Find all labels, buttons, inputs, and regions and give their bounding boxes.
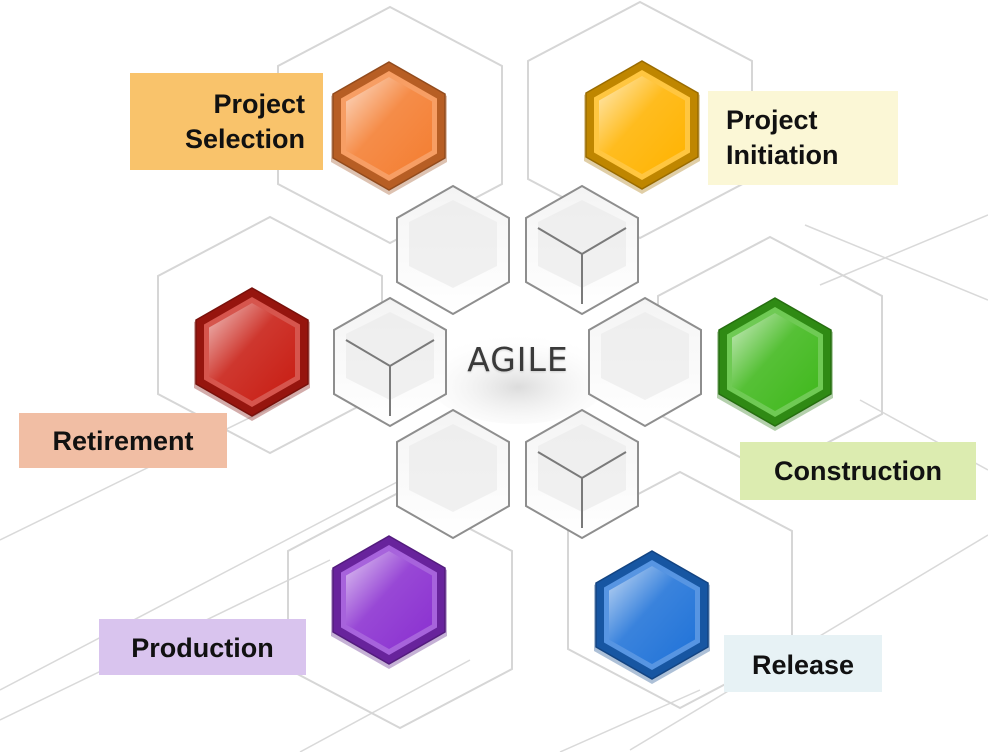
phase-hex-construction bbox=[717, 297, 833, 431]
label-retirement: Retirement bbox=[19, 413, 227, 468]
blank-hex-cell bbox=[396, 408, 510, 540]
background-hex-frame bbox=[157, 215, 383, 455]
label-construction-text: Construction bbox=[774, 456, 942, 486]
cube-hex-cell bbox=[525, 408, 639, 540]
background-hex-frame bbox=[527, 0, 753, 240]
blank-hex-cell bbox=[396, 184, 510, 316]
phase-hex-release bbox=[594, 550, 710, 684]
label-production-text: Production bbox=[131, 633, 274, 663]
background-line bbox=[819, 214, 988, 286]
label-project-selection: Project Selection bbox=[130, 73, 323, 170]
phase-hex-project-selection bbox=[331, 61, 447, 195]
label-project-initiation-line-1: Project bbox=[726, 105, 818, 135]
label-project-initiation: Project Initiation bbox=[708, 91, 898, 185]
cube-hex-cell bbox=[333, 296, 447, 428]
phase-hex-project-initiation bbox=[584, 60, 700, 194]
background-line bbox=[804, 224, 988, 301]
background-lines bbox=[0, 214, 988, 752]
label-production: Production bbox=[99, 619, 306, 675]
phase-hex-retirement bbox=[194, 287, 310, 421]
label-retirement-text: Retirement bbox=[52, 426, 194, 456]
background-hex-frame bbox=[277, 5, 503, 245]
background-hex-frame bbox=[287, 490, 513, 730]
inner-hex-cells bbox=[333, 184, 702, 540]
phase-hex-production bbox=[331, 535, 447, 669]
phase-hexagons bbox=[194, 60, 833, 684]
center-glow bbox=[426, 332, 610, 424]
label-construction: Construction bbox=[740, 442, 976, 500]
background-line bbox=[0, 397, 291, 541]
center-title: AGILE bbox=[467, 340, 569, 379]
blank-hex-cell bbox=[588, 296, 702, 428]
background-line bbox=[559, 689, 701, 752]
label-project-selection-line-1: Project bbox=[213, 89, 305, 119]
background-line bbox=[0, 469, 421, 691]
background-line bbox=[299, 659, 471, 752]
label-release: Release bbox=[724, 635, 882, 692]
label-project-initiation-line-2: Initiation bbox=[726, 140, 839, 170]
label-release-text: Release bbox=[751, 650, 855, 680]
label-project-selection-line-2: Selection bbox=[184, 124, 305, 154]
cube-hex-cell bbox=[525, 184, 639, 316]
